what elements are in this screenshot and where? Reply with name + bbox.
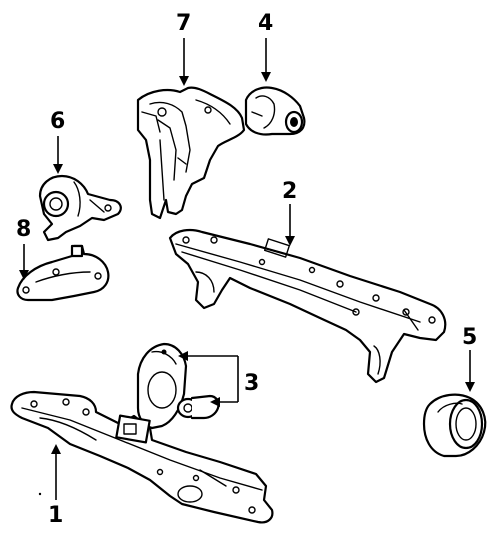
- part-1-crossmember: [10, 390, 274, 524]
- callout-1-arrowhead: [51, 444, 61, 454]
- callout-6-label: 6: [50, 109, 65, 134]
- part-7-bracket: [136, 86, 246, 220]
- part-5-mount: [422, 393, 487, 458]
- part-2-crossmember: [168, 228, 447, 384]
- stray-dot: [38, 492, 42, 496]
- callout-3-label: 3: [244, 371, 259, 396]
- part-3-mount: [136, 342, 188, 430]
- callout-8-arrowhead: [19, 270, 29, 280]
- callout-8-label: 8: [16, 217, 31, 242]
- part-8-plate: [16, 244, 110, 302]
- callout-4-arrowhead: [261, 72, 271, 82]
- part-3-bushing: [176, 394, 220, 420]
- callout-3-arrowhead-upper: [178, 351, 188, 361]
- callout-5-arrowhead: [465, 382, 475, 392]
- callout-2-arrowhead: [285, 236, 295, 246]
- part-4-mount: [244, 86, 306, 136]
- callout-2-label: 2: [282, 179, 297, 204]
- callout-7-label: 7: [176, 11, 191, 36]
- part-6-mount: [38, 174, 122, 242]
- callout-3-arrowhead-lower: [210, 397, 220, 407]
- callout-6-arrowhead: [53, 164, 63, 174]
- callout-1-label: 1: [48, 503, 63, 528]
- callout-7-arrowhead: [179, 76, 189, 86]
- callout-5-label: 5: [462, 325, 477, 350]
- callout-4-label: 4: [258, 11, 273, 36]
